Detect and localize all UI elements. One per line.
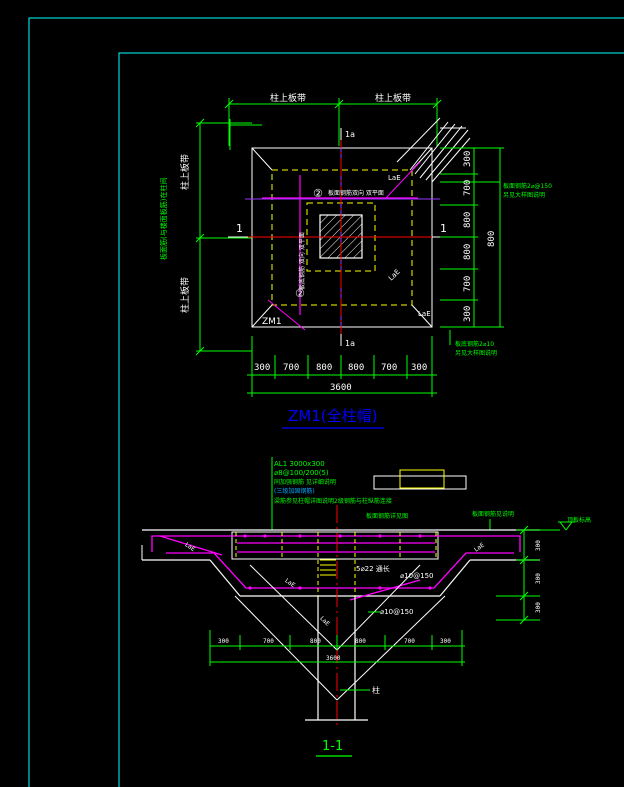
section-right-dim-1: 300: [535, 573, 542, 584]
section-mark-right: 1: [440, 222, 447, 235]
right-dim-total: 800: [487, 231, 497, 247]
top-dim-left-label: 柱上板带: [270, 92, 306, 104]
lae-label-1: LaE: [388, 174, 401, 182]
right-dim-1: 700: [463, 180, 473, 196]
circle-note-2-text: 板底钢筋 双向 双平面: [298, 232, 306, 290]
section-note-1: AL1 3000x300: [274, 460, 325, 468]
section-bottom-dim-4: 700: [404, 638, 415, 645]
bottom-note-2: 另见大样图说明: [455, 349, 497, 357]
right-note-1: 板面钢筋2⌀@150: [503, 182, 552, 190]
bottom-dim-total: 3600: [330, 383, 352, 393]
bottom-dim-2: 800: [316, 363, 332, 373]
bottom-dim-4: 700: [381, 363, 397, 373]
lae-label-2: LaE: [387, 268, 402, 283]
section-mark-top: 1a: [345, 130, 355, 139]
right-dim-3: 800: [463, 244, 473, 260]
bar-note-3: ⌀10@150: [380, 608, 413, 616]
bottom-dim-5: 300: [411, 363, 427, 373]
right-dim-4: 700: [463, 276, 473, 292]
bar-note-1: 5⌀22 通长: [356, 564, 390, 573]
bottom-dim-3: 800: [348, 363, 364, 373]
right-note-2: 另见大样图说明: [503, 191, 545, 199]
section-bottom-dim-0: 300: [218, 638, 229, 645]
bottom-dim-1: 700: [283, 363, 299, 373]
bottom-note-1: 板底钢筋2⌀10: [455, 340, 494, 348]
section-bottom-dim-3: 800: [355, 638, 366, 645]
left-label-a: 柱上板带: [179, 154, 191, 190]
section-lae-low: LaE: [318, 615, 331, 628]
section-level-note: 顶板标高: [567, 516, 591, 524]
column-label: 柱: [372, 685, 380, 695]
bottom-dim-0: 300: [254, 363, 270, 373]
section-note-2: ⌀8@100/200(5): [274, 469, 329, 477]
section-lae-left: LaE: [183, 541, 196, 553]
left-label-b: 柱上板带: [179, 277, 191, 313]
section-lae-right: LaE: [473, 542, 486, 554]
plan-view: 柱上板带 柱上板带 柱上板带 柱上板带 板面筋(与楼面板筋)在柱间: [159, 92, 552, 429]
section-title: 1-1: [322, 739, 343, 754]
section-note-3: 同加强钢筋 见详细说明: [274, 478, 336, 486]
top-dim-right-label: 柱上板带: [375, 92, 411, 104]
plan-title: ZM1(全柱帽): [288, 407, 377, 425]
outer-frame: [28, 17, 624, 787]
zm-label: ZM1: [262, 317, 282, 327]
section-mark-bottom: 1a: [345, 339, 355, 348]
section-top-note-right: 板面钢筋见说明: [472, 510, 514, 518]
right-dim-5: 300: [463, 306, 473, 322]
right-dim-0: 300: [463, 151, 473, 167]
section-bottom-dim-2: 800: [310, 638, 321, 645]
section-right-dim-0: 300: [535, 540, 542, 551]
lae-label-3: LaE: [418, 310, 431, 318]
section-mark-left: 1: [236, 222, 243, 235]
circle-note-2: ②: [295, 287, 305, 300]
circle-note-1-text: 板面钢筋双向 双平面: [328, 189, 384, 197]
section-note-4: (三级加固钢筋): [274, 487, 315, 495]
bar-note-2: ⌀10@150: [400, 572, 433, 580]
section-top-note-left: 板面钢筋详见图: [366, 512, 408, 520]
section-view: AL1 3000x300 ⌀8@100/200(5) 同加强钢筋 见详细说明 (…: [141, 457, 591, 757]
section-bottom-dim-5: 300: [440, 638, 451, 645]
section-note-5: 梁筋参见柱帽详图说明2级钢筋与柱纵筋连接: [274, 497, 392, 505]
section-right-dim-2: 300: [535, 602, 542, 613]
section-bottom-dim-1: 700: [263, 638, 274, 645]
left-side-note: 板面筋(与楼面板筋)在柱间: [159, 178, 168, 260]
section-bottom-dim-total: 3600: [326, 655, 341, 662]
circle-note-1: ②: [313, 187, 323, 200]
right-dim-2: 800: [463, 212, 473, 228]
